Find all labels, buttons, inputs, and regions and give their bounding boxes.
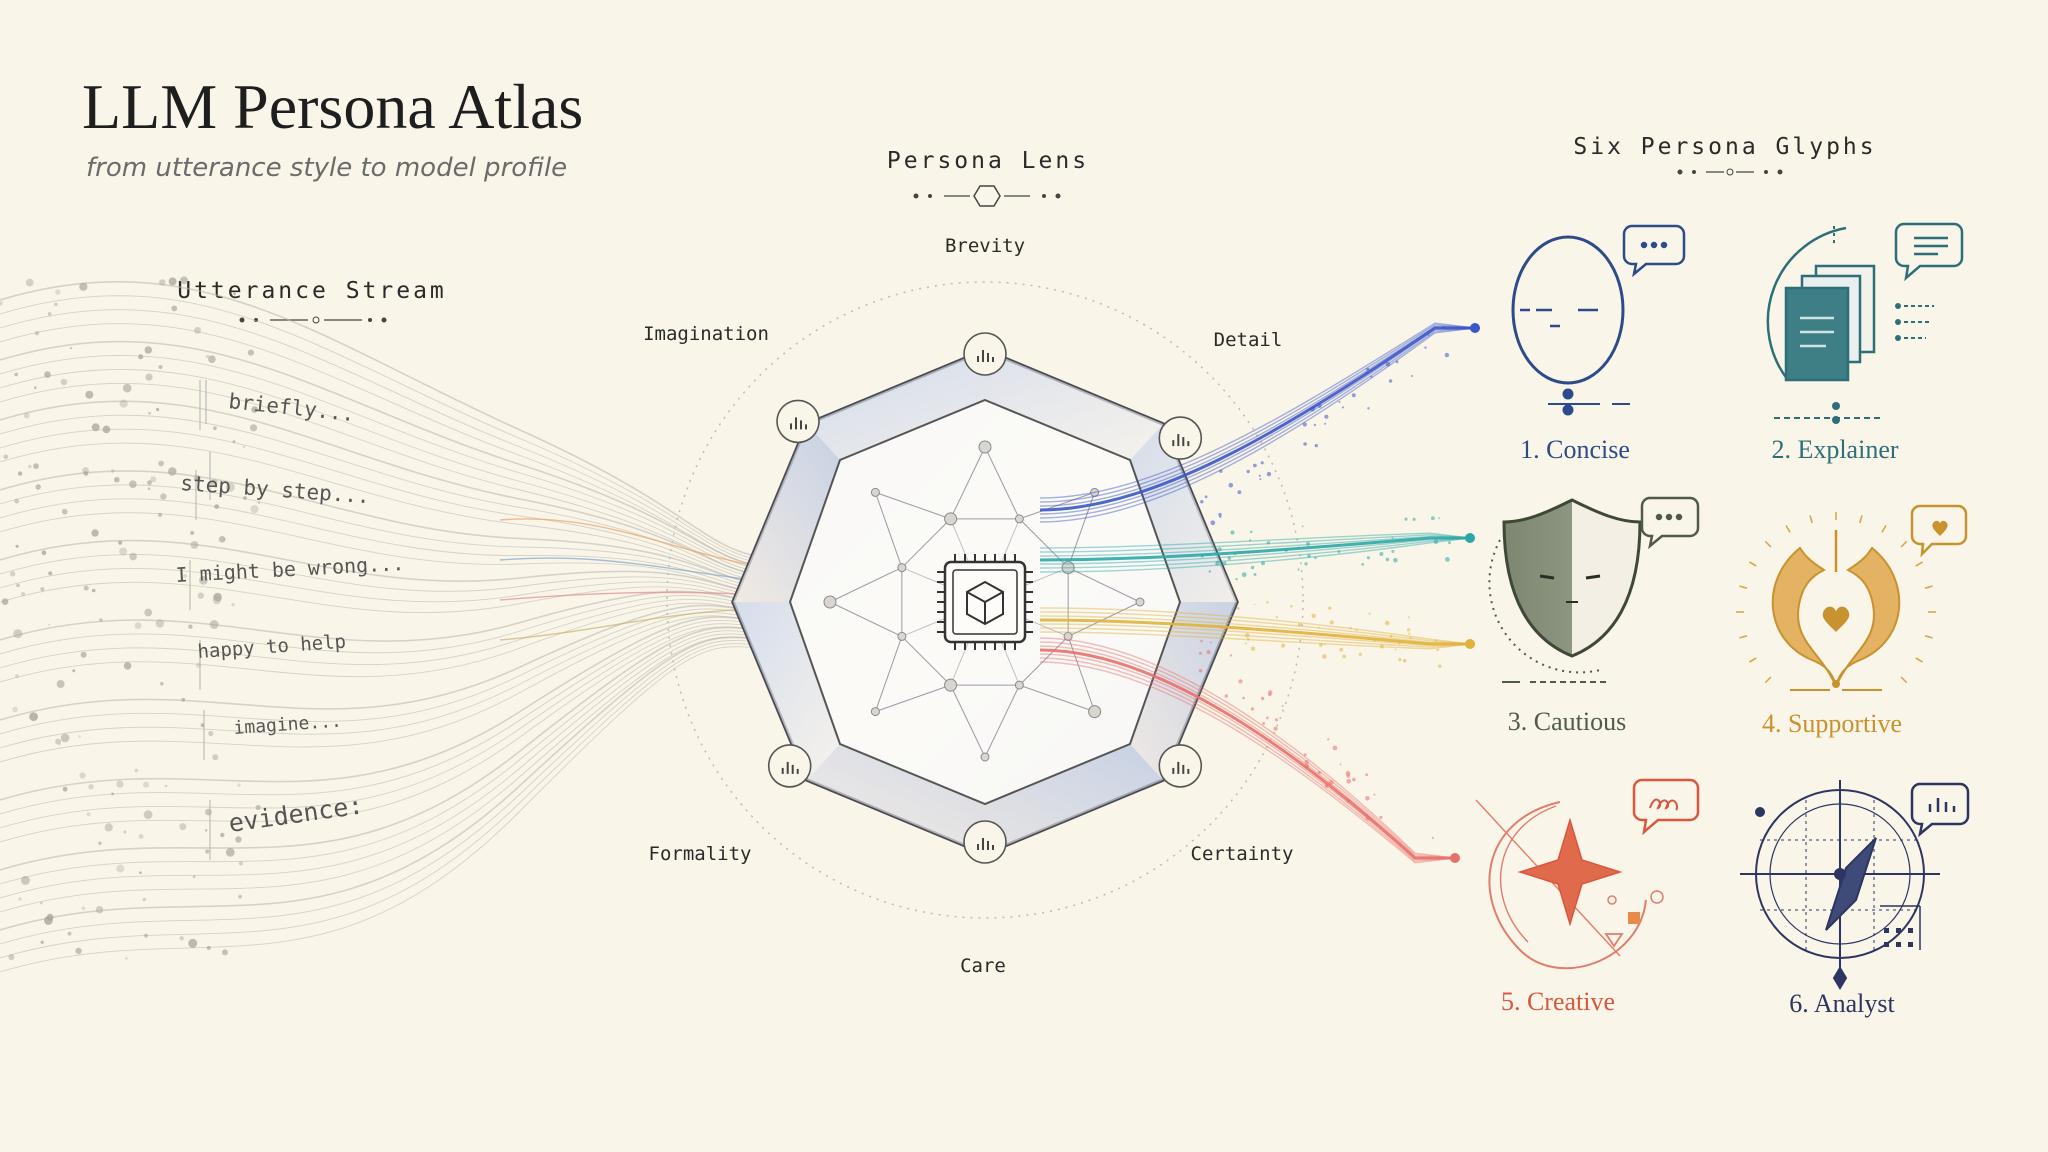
section-ornament [1677, 168, 1783, 176]
page-title: LLM Persona Atlas [82, 71, 583, 142]
glyph-label: 1. Concise [1520, 435, 1630, 464]
utterance-label: step by step... [180, 471, 371, 508]
bar-chart-icon [963, 820, 1007, 864]
utterance-label: imagine... [233, 710, 343, 739]
particle-dust [0, 276, 261, 961]
glyph-label: 3. Cautious [1508, 707, 1626, 736]
axis-formality: Formality [649, 744, 812, 865]
shield-icon [1488, 498, 1642, 683]
compass-icon [1740, 780, 1940, 990]
output-streams [1039, 322, 1480, 864]
header: LLM Persona Atlas from utterance style t… [82, 71, 583, 183]
glyph-supportive: 4. Supportive [1736, 504, 1968, 738]
page-subtitle: from utterance style to model profile [86, 153, 567, 183]
axis-imagination: Imagination [643, 323, 820, 444]
bar-chart-icon [1158, 416, 1203, 460]
persona-glyphs: Six Persona Glyphs [1475, 134, 1970, 1018]
axis-care: Care [960, 820, 1007, 977]
speech-bubble-icon [1622, 224, 1686, 278]
ribbon-bundle [0, 281, 831, 973]
section-ornament [239, 316, 387, 324]
glyph-cautious: 3. Cautious [1488, 496, 1700, 736]
utterance-label: briefly... [227, 389, 355, 426]
glyph-label: 5. Creative [1501, 987, 1615, 1016]
glyph-creative: 5. Creative [1475, 778, 1700, 1016]
speech-bubble-icon [1910, 504, 1968, 558]
speech-bubble-icon [1640, 496, 1700, 550]
axis-label: Certainty [1191, 843, 1294, 865]
axis-label: Formality [649, 843, 752, 865]
axis-label: Imagination [643, 323, 769, 345]
glyph-label: 6. Analyst [1789, 989, 1895, 1018]
glyph-analyst: 6. Analyst [1740, 780, 1970, 1018]
sparkle-icon [1475, 799, 1664, 970]
axis-detail: Detail [1158, 329, 1283, 460]
speech-bubble-icon [1910, 782, 1970, 838]
axis-label: Detail [1214, 329, 1283, 351]
utterance-label: I might be wrong... [175, 551, 405, 587]
glyph-explainer: 2. Explainer [1766, 222, 1964, 464]
glyph-concise: 1. Concise [1511, 224, 1686, 464]
persona-lens-title: Persona Lens [887, 148, 1089, 174]
persona-glyphs-title: Six Persona Glyphs [1573, 134, 1876, 160]
axis-label: Care [960, 955, 1006, 977]
speech-bubble-icon [1632, 778, 1700, 836]
bar-chart-icon [776, 399, 820, 444]
lens-orbit [666, 281, 1304, 919]
speech-bubble-icon [1894, 222, 1964, 282]
utterance-label: evidence: [227, 790, 365, 838]
face-icon [1511, 235, 1630, 416]
axis-certainty: Certainty [1158, 744, 1294, 865]
glyph-label: 2. Explainer [1771, 435, 1898, 464]
glyph-label: 4. Supportive [1762, 709, 1902, 738]
bar-chart-icon [963, 332, 1007, 376]
hands-heart-icon [1736, 512, 1936, 691]
section-ornament [913, 185, 1061, 207]
axis-label: Brevity [945, 235, 1025, 257]
bar-chart-icon [767, 744, 812, 788]
bar-chart-icon [1158, 744, 1203, 788]
axis-brevity: Brevity [945, 235, 1025, 376]
chip-icon [937, 554, 1033, 650]
documents-icon [1766, 226, 1934, 424]
persona-lens: Persona Lens [643, 148, 1304, 977]
utterance-stream-title: Utterance Stream [177, 278, 447, 304]
utterance-stream: Utterance Stream briefly... step by step… [0, 276, 831, 973]
